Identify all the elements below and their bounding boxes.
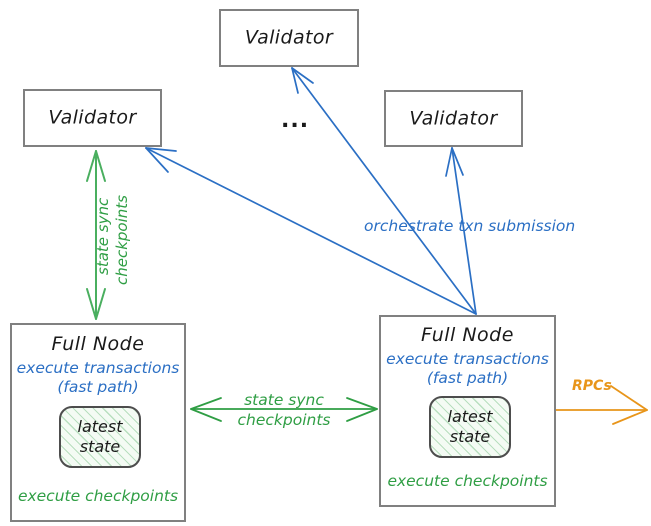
state-sync-horizontal-label: state sync checkpoints xyxy=(208,390,360,430)
full-node-right-green-text: execute checkpoints xyxy=(381,472,554,491)
blue-arrow-to-left-validator xyxy=(145,147,477,315)
full-node-box-right[interactable]: Full Node execute transactions (fast pat… xyxy=(379,315,556,507)
blue-arrow-group xyxy=(145,67,477,315)
full-node-left-green-line: execute checkpoints xyxy=(17,487,179,505)
full-node-box-left[interactable]: Full Node execute transactions (fast pat… xyxy=(10,323,186,522)
orange-rpcs-arrow xyxy=(555,385,648,425)
full-node-right-blue-line1: execute transactions xyxy=(386,350,549,368)
state-sync-vertical-label-line2: checkpoints xyxy=(113,195,131,285)
state-sync-horizontal-line2: checkpoints xyxy=(237,411,331,430)
full-node-left-blue-text: execute transactions (fast path) xyxy=(12,359,184,398)
validator-box-top[interactable]: Validator xyxy=(219,9,359,67)
latest-state-box-left[interactable]: latest state xyxy=(59,406,141,468)
full-node-left-blue-line2: (fast path) xyxy=(57,378,139,397)
latest-state-right-line2: state xyxy=(449,427,491,446)
full-node-right-blue-text: execute transactions (fast path) xyxy=(381,350,554,389)
blue-arrow-to-right-validator xyxy=(445,147,477,315)
state-sync-horizontal-line1: state sync xyxy=(244,391,324,409)
green-horizontal-arrow xyxy=(190,397,378,422)
validator-box-right[interactable]: Validator xyxy=(384,90,523,147)
latest-state-box-right[interactable]: latest state xyxy=(429,396,511,458)
orchestrate-txn-submission-label: orchestrate txn submission xyxy=(364,217,576,235)
validator-right-label: Validator xyxy=(409,107,498,130)
full-node-left-green-text: execute checkpoints xyxy=(12,487,184,506)
latest-state-right-line1: latest xyxy=(447,407,493,427)
full-node-left-title: Full Node xyxy=(51,333,145,355)
full-node-right-green-line: execute checkpoints xyxy=(387,472,548,490)
validator-top-label: Validator xyxy=(244,26,334,49)
full-node-right-title: Full Node xyxy=(421,324,514,346)
full-node-left-blue-line1: execute transactions xyxy=(16,359,180,377)
validator-left-label: Validator xyxy=(48,106,137,129)
full-node-right-blue-line2: (fast path) xyxy=(426,369,509,388)
latest-state-left-line1: latest xyxy=(77,417,123,437)
blue-arrow-to-top-validator xyxy=(291,67,477,315)
green-vertical-arrow xyxy=(86,150,106,320)
state-sync-vertical-label-line1: state sync xyxy=(94,197,112,275)
latest-state-left-line2: state xyxy=(79,437,121,456)
validators-ellipsis: ... xyxy=(281,108,310,133)
rpcs-label: RPCs xyxy=(572,378,612,394)
validator-box-left[interactable]: Validator xyxy=(23,89,162,147)
